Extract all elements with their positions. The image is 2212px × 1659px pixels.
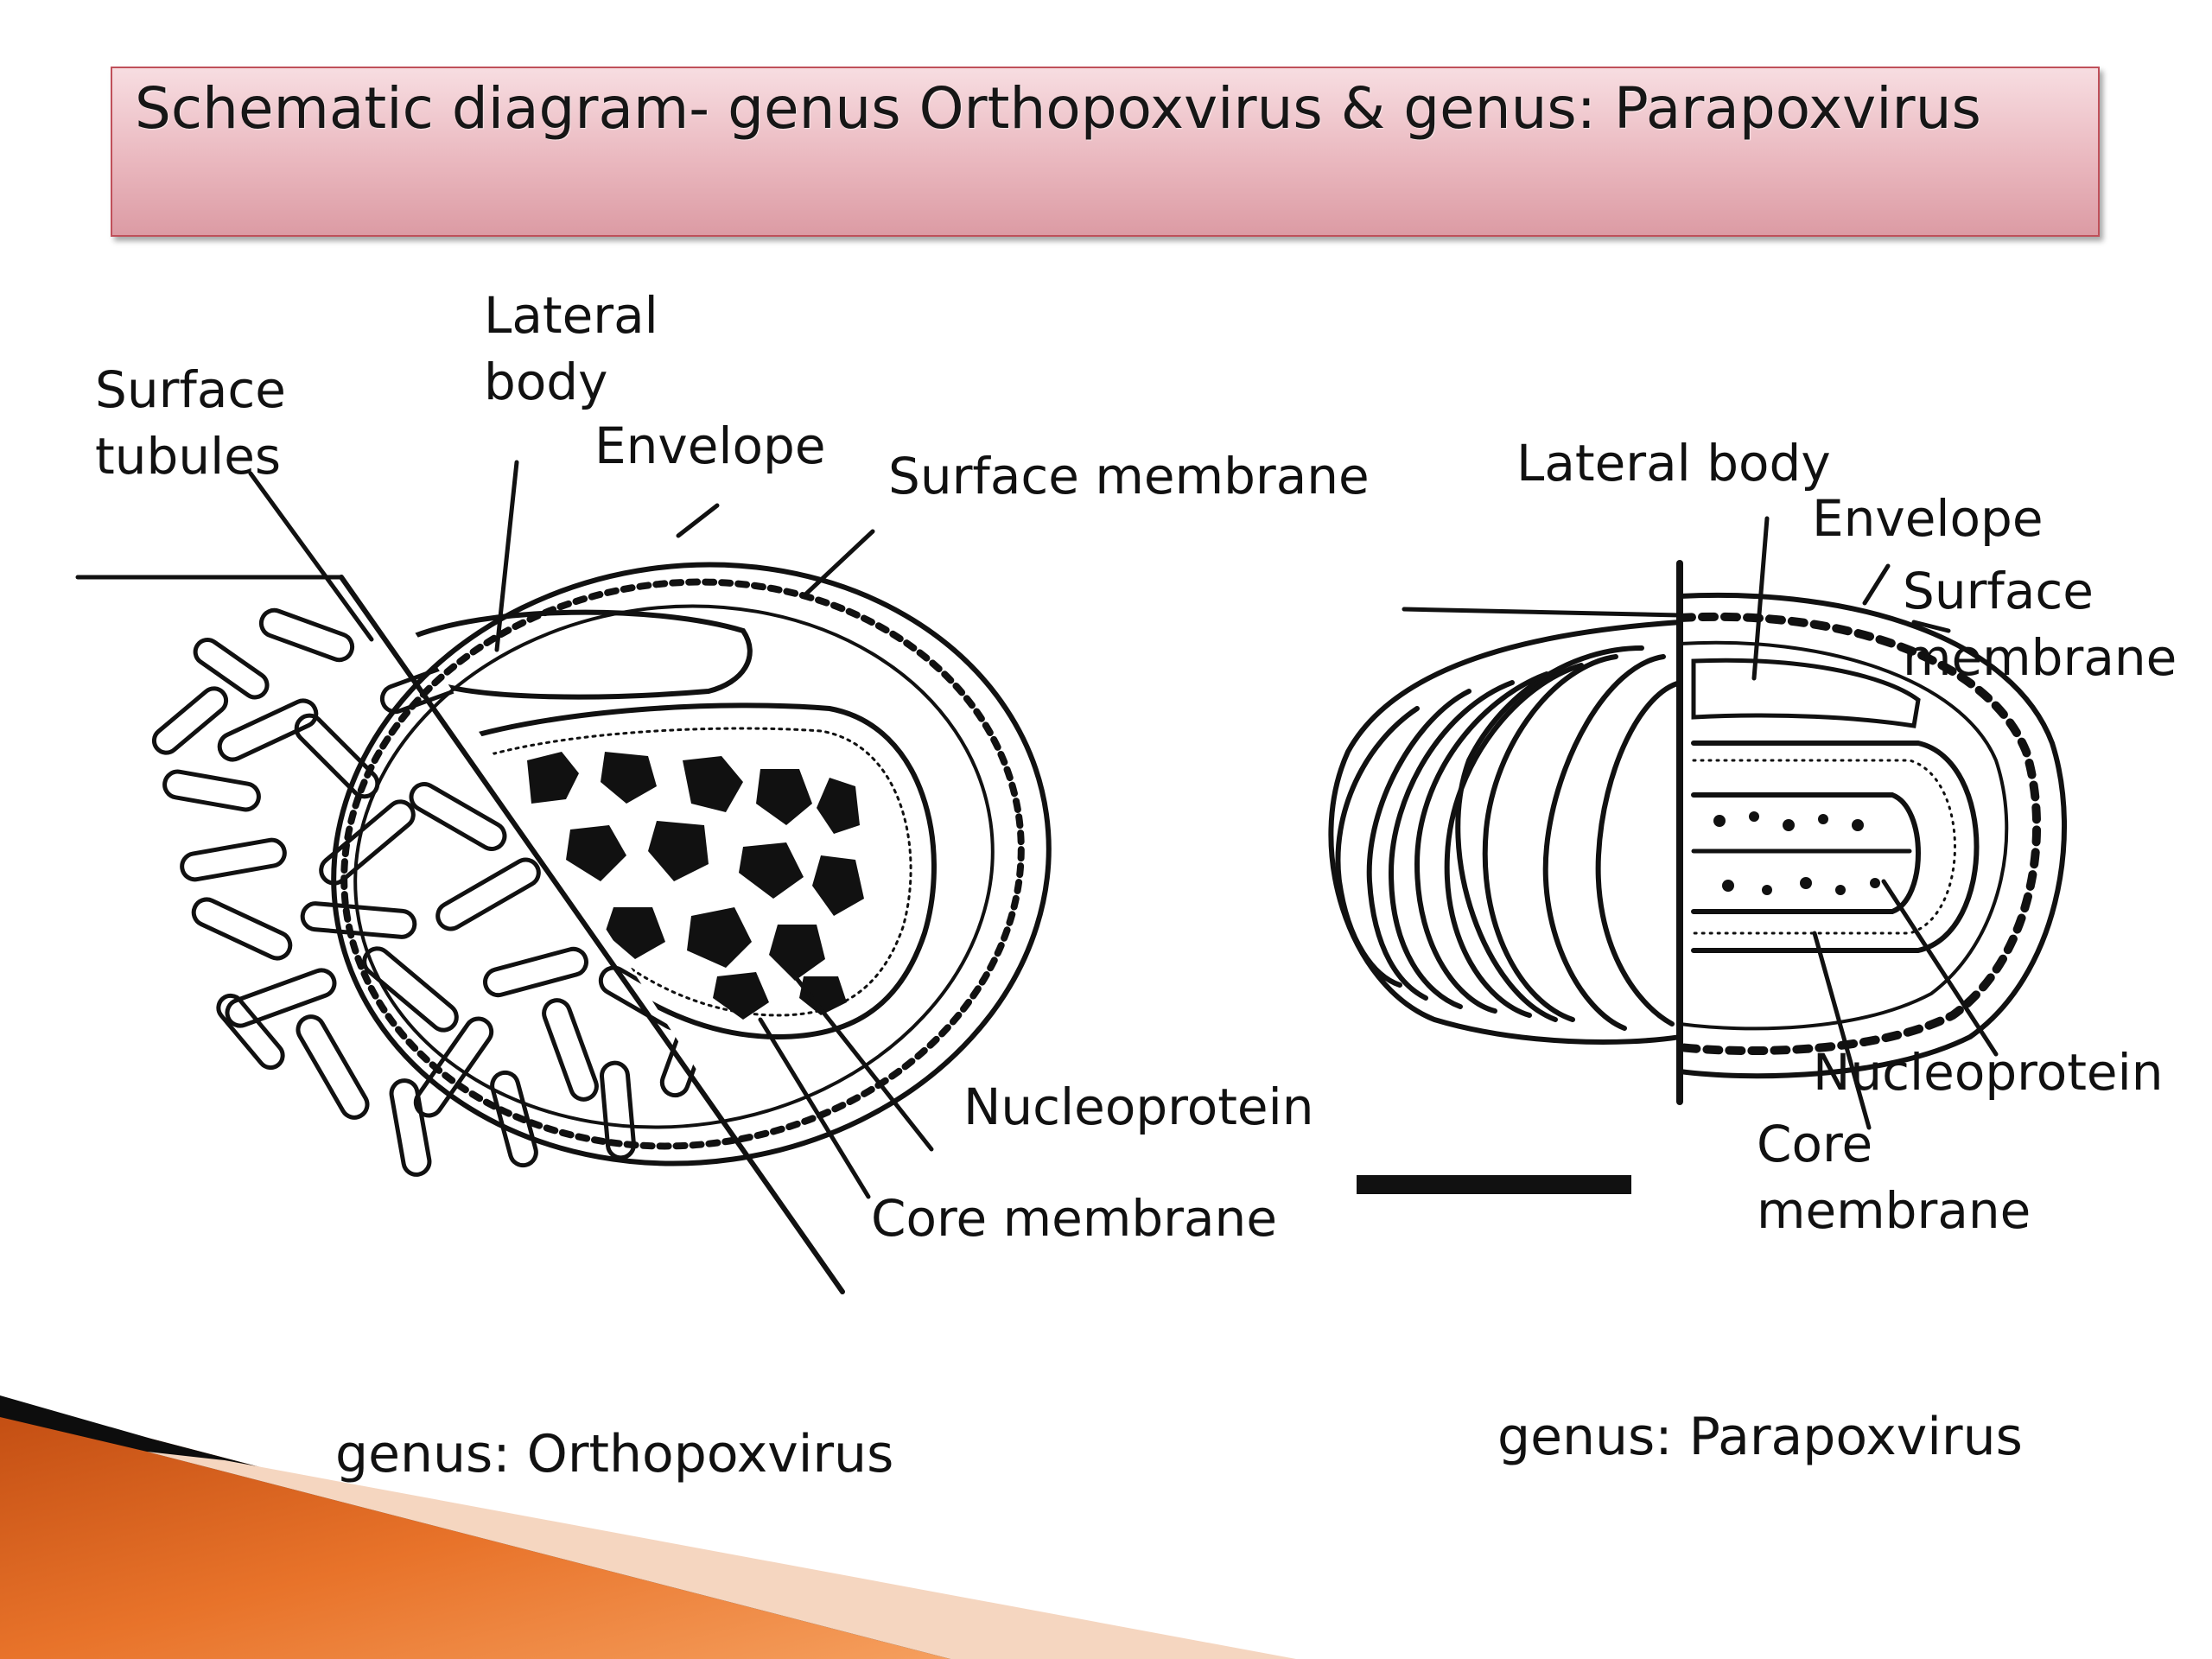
ortho-label-nucleoprotein: Nucleoprotein [963, 1077, 1314, 1136]
para-ridge [1414, 671, 1549, 1014]
ortho-tubule [258, 607, 355, 663]
ortho-tubule [435, 857, 541, 931]
orthopoxvirus-diagram [75, 460, 1052, 1294]
parapox-caption: genus: Parapoxvirus [1497, 1407, 2023, 1467]
para-ridge [1444, 663, 1584, 1018]
ortho-surface-membrane [340, 578, 1025, 1150]
para-surface-membrane [1680, 612, 2042, 1056]
para-leader-envelope [1862, 563, 1891, 606]
para-ridge [1335, 706, 1420, 988]
ortho-leader-surface-tubules [248, 471, 374, 642]
ortho-label-surface-tubules: Surface tubules [95, 357, 286, 490]
ortho-tubule [389, 1078, 432, 1177]
para-ridge [1328, 620, 1680, 1045]
title-banner: Schematic diagram- genus Orthopoxvirus &… [111, 67, 2100, 237]
ortho-leader-envelope [676, 503, 720, 538]
ortho-tubule [193, 637, 270, 700]
para-label-nucleoprotein: Nucleoprotein [1813, 1043, 2164, 1102]
ortho-leader-surface-membrane [801, 529, 875, 599]
ortho-tubule [180, 837, 287, 882]
ortho-leader-core-membrane [758, 1017, 871, 1199]
ortho-tubule [598, 965, 690, 1031]
para-nucleoprotein-dots [1713, 811, 1880, 895]
ortho-leader-lateral-body [494, 460, 519, 652]
para-ridge [1595, 680, 1680, 1027]
ortho-nucleoprotein [527, 752, 864, 1020]
ortho-tubule [490, 1070, 538, 1168]
ortho-internal-structure [395, 609, 937, 1040]
ortho-label-lateral-body-text: Lateral body [484, 286, 658, 411]
ortho-label-lateral-body: Lateral body [484, 283, 658, 416]
decorative-wedge [0, 1395, 1296, 1659]
para-label-envelope: Envelope [1812, 489, 2044, 548]
ortho-tubule [409, 782, 507, 851]
para-ridge [1542, 654, 1666, 1031]
para-label-lateral-body: Lateral body [1516, 434, 1831, 493]
ortho-section-line [339, 575, 845, 1294]
ortho-tubule [600, 1060, 636, 1160]
ortho-tubule [319, 799, 416, 886]
ortho-tubule [483, 946, 588, 998]
ortho-tubule [300, 901, 417, 939]
para-surface-ridges [1328, 620, 1680, 1045]
ortho-tubule [217, 698, 319, 762]
para-envelope [1680, 592, 2067, 1079]
page-title: Schematic diagram- genus Orthopoxvirus &… [135, 75, 1981, 142]
ortho-label-core-membrane: Core membrane [871, 1189, 1278, 1248]
ortho-tubule [216, 993, 285, 1071]
para-label-surface-membrane: Surface membrane [1903, 558, 2177, 691]
ortho-envelope [331, 562, 1052, 1166]
ortho-tubule [542, 998, 599, 1102]
para-label-surface-membrane-text: Surface membrane [1903, 562, 2177, 687]
ortho-tubule [294, 713, 380, 799]
orthopox-caption: genus: Orthopoxvirus [335, 1424, 894, 1484]
ortho-tubule [191, 897, 293, 961]
para-core-membrane [1691, 741, 1980, 953]
ortho-label-envelope: Envelope [594, 416, 826, 475]
parapoxvirus-diagram [1328, 516, 2067, 1194]
ortho-label-surface-membrane: Surface membrane [888, 447, 1370, 505]
ortho-surface-tubules-area [151, 607, 715, 1177]
para-horizontal-line [1402, 607, 1682, 618]
ortho-label-surface-tubules-text: Surface tubules [95, 360, 286, 486]
para-ridge [1455, 645, 1644, 1022]
ortho-tubule [659, 1001, 715, 1098]
ortho-tubule [151, 686, 229, 755]
ortho-tubule [225, 968, 337, 1028]
para-lateral-body [1691, 658, 1921, 728]
scale-bar [1357, 1175, 1631, 1194]
para-label-core-membrane: Core membrane [1757, 1111, 2031, 1244]
para-leader-nucleoprotein [1881, 879, 1999, 1057]
para-leader-lateral-body [1751, 516, 1770, 681]
ortho-tubule [362, 946, 459, 1033]
para-leader-surface-membrane [1911, 620, 1951, 633]
ortho-tubule [162, 769, 261, 812]
para-ridge [1482, 654, 1618, 1022]
para-ridge [1366, 689, 1471, 1001]
ortho-tubule [296, 1014, 370, 1120]
ortho-leader-nucleoprotein [792, 974, 934, 1152]
para-leader-core-membrane [1812, 931, 1872, 1130]
para-ridge [1388, 680, 1515, 1009]
para-label-core-membrane-text: Core membrane [1757, 1115, 2031, 1240]
